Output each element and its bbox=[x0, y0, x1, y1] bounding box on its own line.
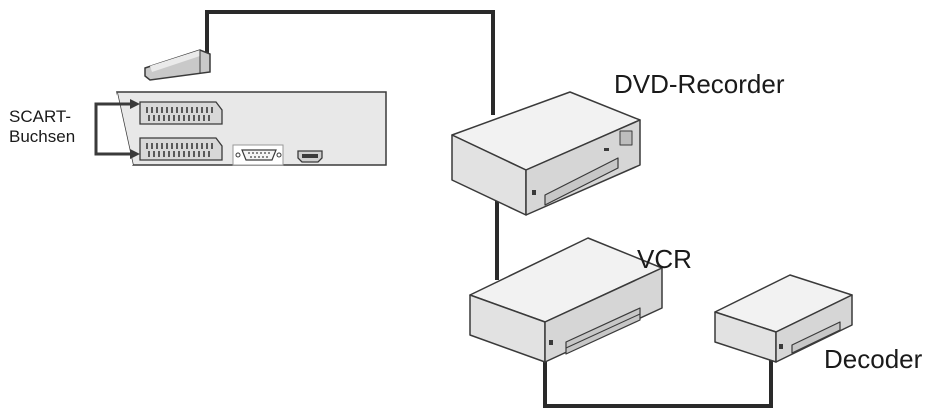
cable-vcr-to-decoder bbox=[543, 356, 773, 408]
scart-label-line-2: Buchsen bbox=[9, 127, 76, 146]
dvd-recorder-device bbox=[451, 91, 641, 216]
scart-socket-icon bbox=[139, 101, 223, 125]
vga-port-icon bbox=[232, 144, 284, 166]
scart-plug-icon bbox=[144, 49, 211, 81]
vcr-device bbox=[469, 237, 663, 363]
decoder-device bbox=[714, 274, 853, 363]
vcr-label: VCR bbox=[637, 244, 692, 274]
tv-back-panel bbox=[116, 91, 387, 166]
cables bbox=[205, 10, 773, 408]
decoder-label: Decoder bbox=[824, 344, 923, 374]
dvd-recorder-label: DVD-Recorder bbox=[614, 69, 785, 99]
scart-label-line-1: SCART- bbox=[9, 107, 72, 126]
scart-sockets-label: SCART- Buchsen bbox=[9, 107, 75, 147]
hdmi-port-icon bbox=[297, 150, 323, 163]
scart-bracket-arrows bbox=[94, 99, 140, 159]
scart-socket-icon bbox=[139, 137, 223, 161]
cable-tv-to-dvd-recorder bbox=[205, 10, 495, 115]
